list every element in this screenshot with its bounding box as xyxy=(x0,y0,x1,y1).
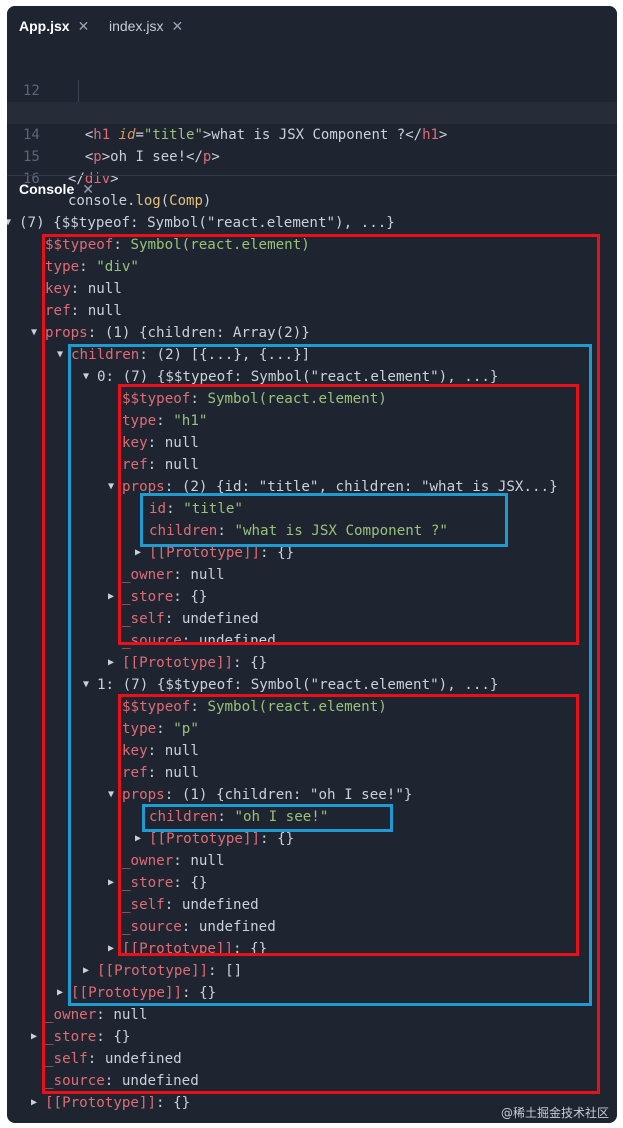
console-row: $$typeof: Symbol(react.element) xyxy=(122,699,387,715)
console-row: $$typeof: Symbol(react.element) xyxy=(45,237,310,253)
expand-caret-down-icon[interactable]: ▼ xyxy=(31,327,38,338)
console-row: _self: undefined xyxy=(122,611,259,627)
line-number: 14 xyxy=(23,127,40,143)
close-icon[interactable]: ✕ xyxy=(82,181,94,197)
code-line: 16 console.log(Comp) xyxy=(7,146,617,209)
highlight-box-blue xyxy=(142,804,393,832)
tab-index-jsx[interactable]: index.jsx ✕ xyxy=(109,18,183,35)
console-row: id: "title" xyxy=(149,501,243,517)
highlight-box-blue xyxy=(140,493,508,547)
console-row[interactable]: _store: {} xyxy=(122,589,208,605)
console-row: ref: null xyxy=(45,303,122,319)
code-line: 13 <h1 id="title">what is JSX Component … xyxy=(7,80,617,143)
console-row: _owner: null xyxy=(122,567,225,583)
watermark: @稀土掘金技术社区 xyxy=(500,1106,609,1120)
console-row: _source: undefined xyxy=(45,1073,199,1089)
highlight-box-red xyxy=(118,694,579,956)
console-row: _source: undefined xyxy=(122,633,276,649)
expand-caret-right-icon[interactable]: ▶ xyxy=(108,877,115,888)
console-row[interactable]: 1: (7) {$$typeof: Symbol("react.element"… xyxy=(97,677,499,693)
code-text: <h1 id="title">what is JSX Component ?</… xyxy=(84,127,448,143)
code-editor[interactable]: 12 export const Comp = <div> 13 <h1 id="… xyxy=(7,46,617,209)
console-row: children: "what is JSX Component ?" xyxy=(149,523,448,539)
console-row: type: "div" xyxy=(45,259,139,275)
console-row[interactable]: [[Prototype]]: [] xyxy=(97,963,243,979)
highlight-box-red xyxy=(42,234,600,1094)
expand-caret-right-icon[interactable]: ▶ xyxy=(108,591,115,602)
console-row[interactable]: (7) {$$typeof: Symbol("react.element"), … xyxy=(19,215,395,231)
console-title: Console xyxy=(19,181,75,197)
console-row[interactable]: [[Prototype]]: {} xyxy=(45,1095,191,1111)
code-text: console.log(Comp) xyxy=(68,193,212,209)
code-line: 15 </div> xyxy=(7,124,617,187)
code-text: <p>oh I see!</p> xyxy=(84,149,220,165)
console-row[interactable]: 0: (7) {$$typeof: Symbol("react.element"… xyxy=(97,369,499,385)
tab-label: App.jsx xyxy=(19,18,70,34)
expand-caret-down-icon[interactable]: ▼ xyxy=(83,371,90,382)
console-row: key: null xyxy=(122,743,199,759)
tab-app-jsx[interactable]: App.jsx ✕ xyxy=(19,18,89,35)
expand-caret-down-icon[interactable]: ▼ xyxy=(57,349,64,360)
console-row[interactable]: [[Prototype]]: {} xyxy=(71,985,217,1001)
console-row: _owner: null xyxy=(122,853,225,869)
code-line: 12 export const Comp = <div> xyxy=(7,58,617,121)
expand-caret-right-icon[interactable]: ▶ xyxy=(57,987,64,998)
line-number: 12 xyxy=(23,83,40,99)
console-row[interactable]: props: (1) {children: "oh I see!"} xyxy=(122,787,413,803)
editor-tab-bar: App.jsx ✕ index.jsx ✕ xyxy=(7,6,617,46)
console-row: ref: null xyxy=(122,765,199,781)
console-row[interactable]: [[Prototype]]: {} xyxy=(122,655,268,671)
devtools-window: App.jsx ✕ index.jsx ✕ 12 export const Comp… xyxy=(7,6,617,1123)
expand-caret-right-icon[interactable]: ▶ xyxy=(83,965,90,976)
console-row: key: null xyxy=(45,281,122,297)
expand-caret-right-icon[interactable]: ▶ xyxy=(31,1097,38,1108)
tab-label: index.jsx xyxy=(109,18,164,34)
console-row[interactable]: _store: {} xyxy=(122,875,208,891)
console-row[interactable]: [[Prototype]]: {} xyxy=(149,831,295,847)
expand-caret-right-icon[interactable]: ▶ xyxy=(108,657,115,668)
expand-caret-down-icon[interactable]: ▼ xyxy=(108,789,115,800)
console-row[interactable]: [[Prototype]]: {} xyxy=(149,545,295,561)
console-row: type: "p" xyxy=(122,721,199,737)
console-row: $$typeof: Symbol(react.element) xyxy=(122,391,387,407)
expand-caret-right-icon[interactable]: ▶ xyxy=(108,943,115,954)
console-row: ref: null xyxy=(122,457,199,473)
line-number: 15 xyxy=(23,149,40,165)
code-line-current: 14 <p>oh I see!</p> xyxy=(7,102,617,165)
expand-caret-down-icon[interactable]: ▼ xyxy=(7,217,12,228)
console-row: _self: undefined xyxy=(45,1051,182,1067)
console-row: children: "oh I see!" xyxy=(149,809,329,825)
console-tab[interactable]: Console ✕ xyxy=(19,181,94,198)
expand-caret-down-icon[interactable]: ▼ xyxy=(83,679,90,690)
expand-caret-right-icon[interactable]: ▶ xyxy=(135,547,142,558)
console-row: _owner: null xyxy=(45,1007,148,1023)
highlight-box-blue xyxy=(68,344,592,1006)
console-row: _source: undefined xyxy=(122,919,276,935)
expand-caret-right-icon[interactable]: ▶ xyxy=(135,833,142,844)
console-row[interactable]: _store: {} xyxy=(45,1029,131,1045)
highlight-box-red xyxy=(118,384,579,645)
panel-divider xyxy=(7,175,617,176)
expand-caret-right-icon[interactable]: ▶ xyxy=(31,1031,38,1042)
close-icon[interactable]: ✕ xyxy=(171,18,184,34)
console-row: type: "h1" xyxy=(122,413,208,429)
console-row[interactable]: props: (1) {children: Array(2)} xyxy=(45,325,310,341)
console-row: key: null xyxy=(122,435,199,451)
close-icon[interactable]: ✕ xyxy=(77,18,90,34)
expand-caret-down-icon[interactable]: ▼ xyxy=(108,481,115,492)
console-row[interactable]: children: (2) [{...}, {...}] xyxy=(71,347,311,363)
console-row: _self: undefined xyxy=(122,897,259,913)
console-row[interactable]: props: (2) {id: "title", children: "what… xyxy=(122,479,558,495)
